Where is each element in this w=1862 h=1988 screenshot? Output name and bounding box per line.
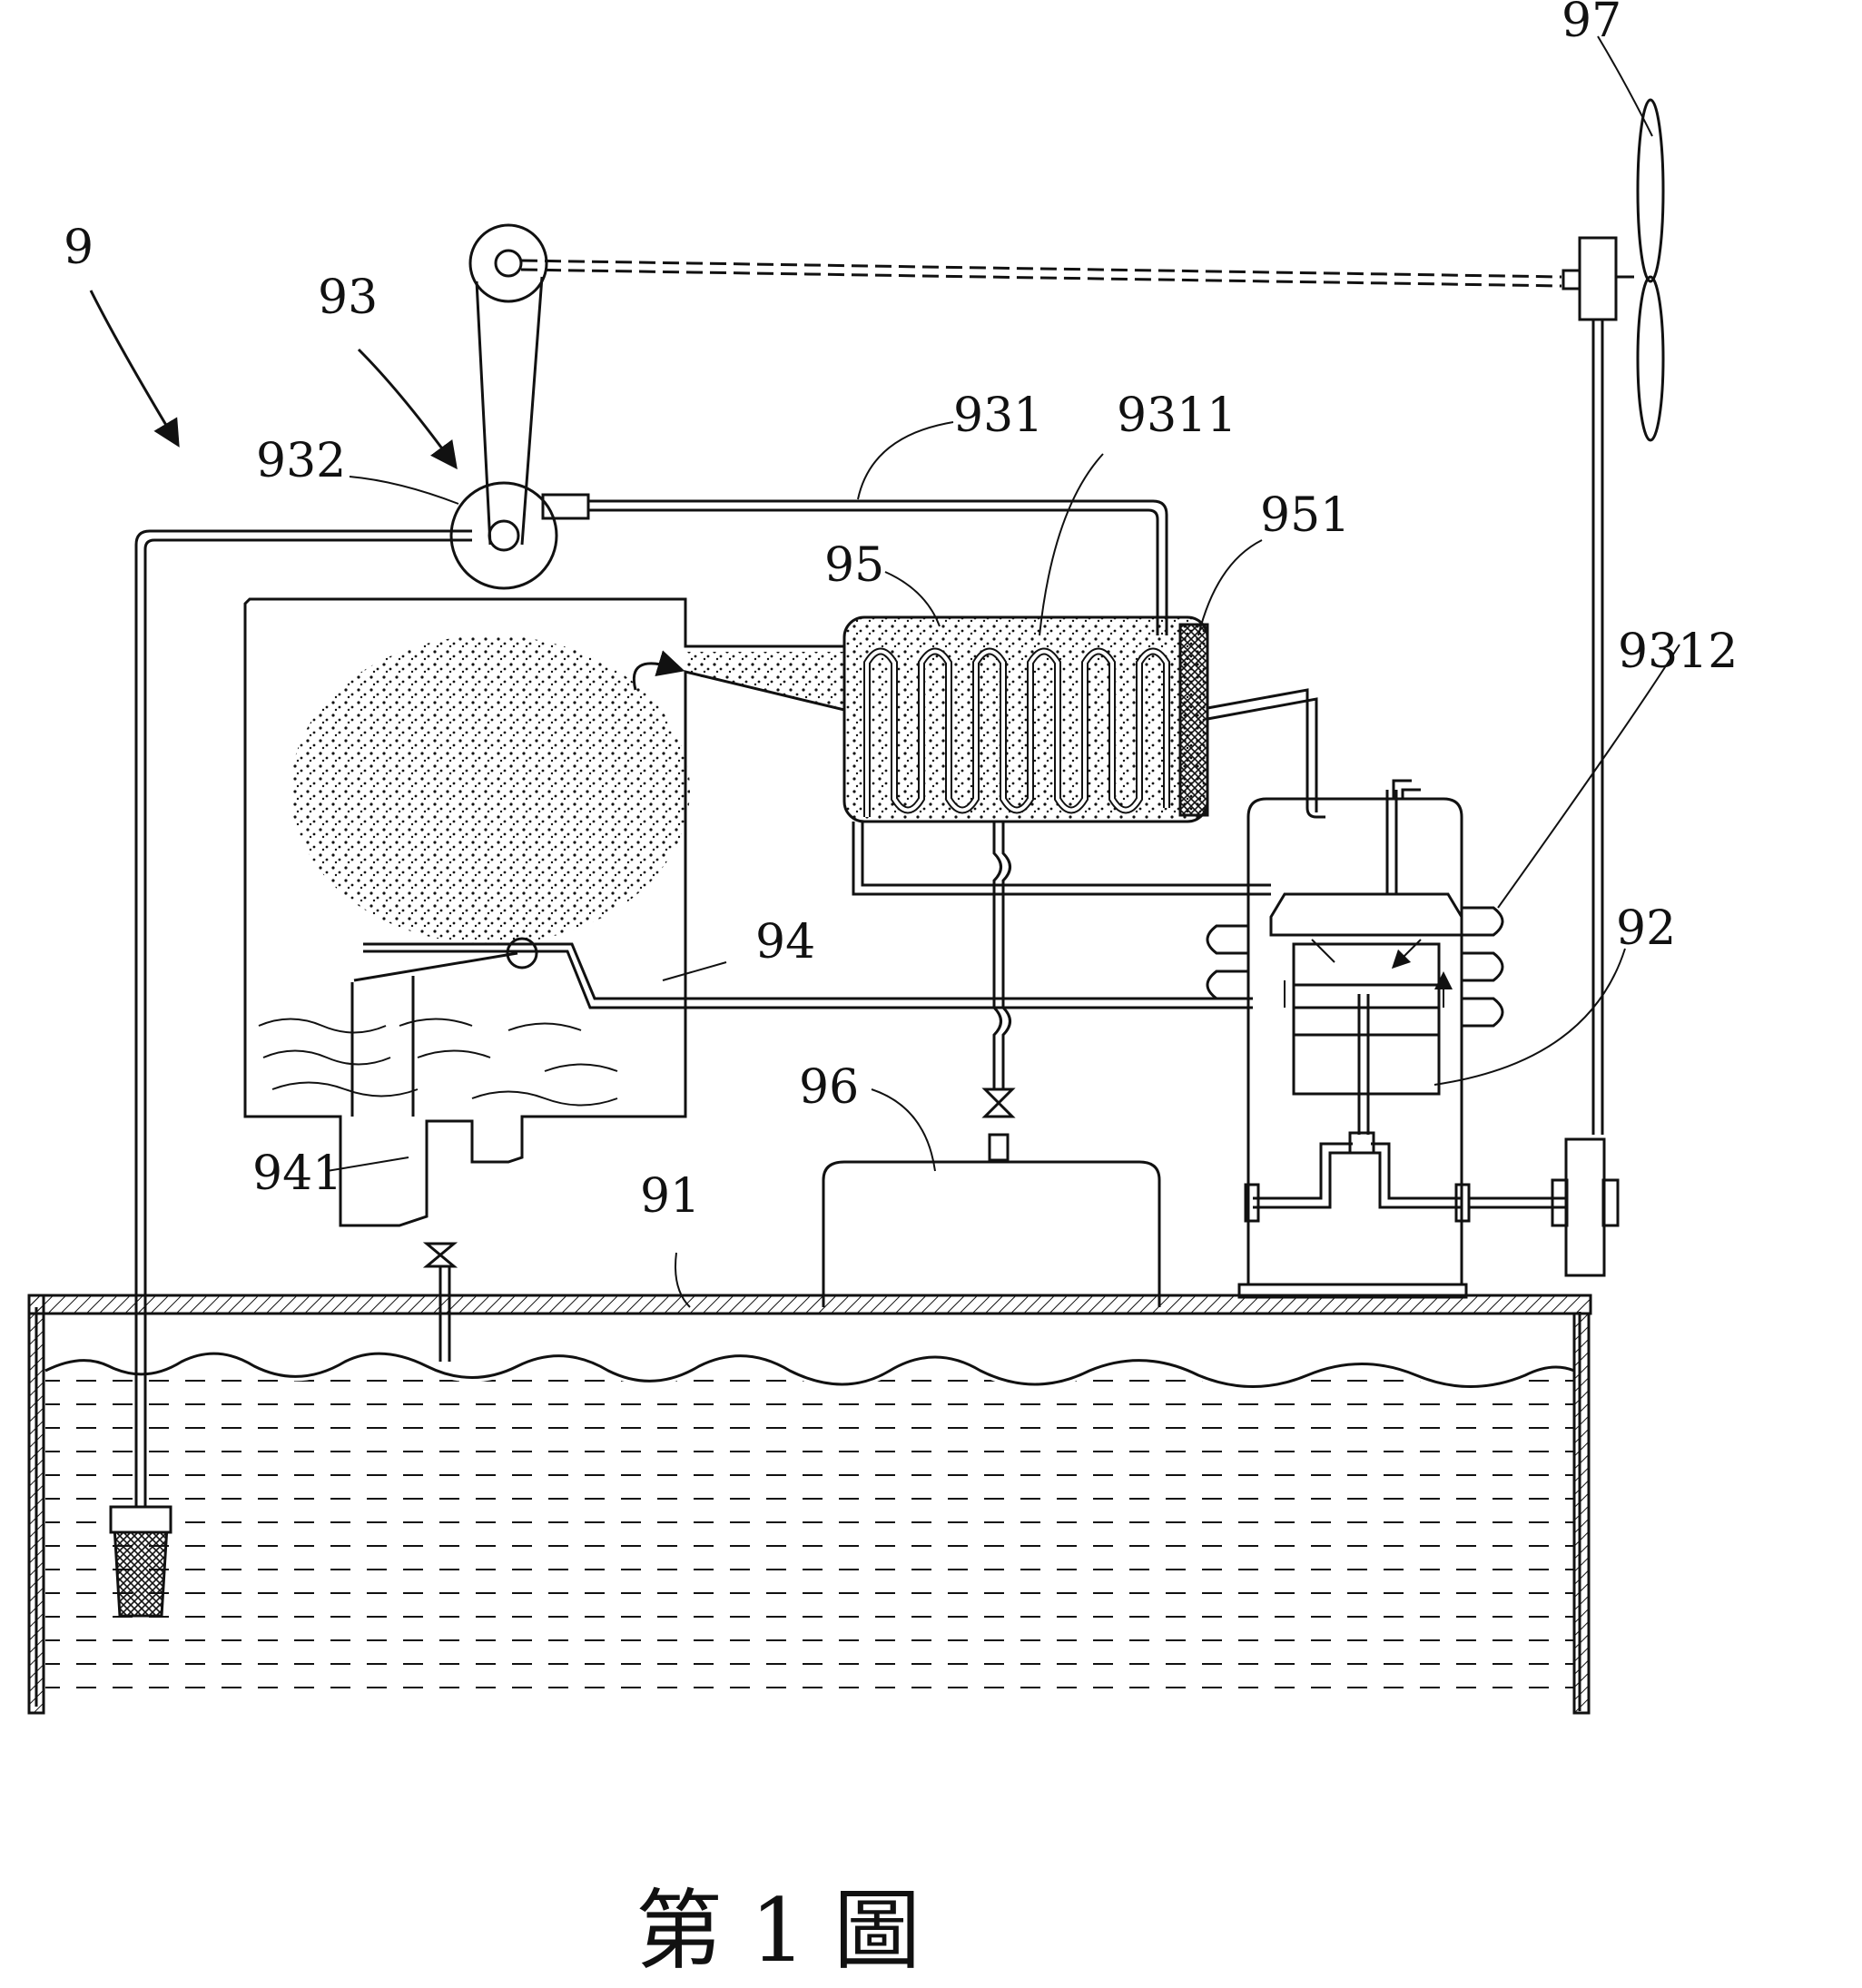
strainer-icon [109,1505,172,1534]
condenser-pipes [852,688,1325,1089]
compressor-92 [1237,779,1566,1299]
label-9312: 9312 [1618,625,1738,679]
drain-valve-icon [422,1242,458,1362]
label-93: 93 [318,271,378,325]
label-94: 94 [755,915,815,969]
label-92: 92 [1616,901,1676,956]
label-9311: 9311 [1117,389,1236,443]
label-95: 95 [824,538,884,593]
check-valve-icon [981,1087,1016,1162]
windmill-97 [1562,98,1665,1135]
label-91: 91 [640,1169,700,1224]
label-941: 941 [252,1147,342,1201]
coil-9312 [1206,906,1504,1028]
evaporation-chamber-94 [243,597,1253,1227]
intake-pipe [112,529,472,1618]
pump-932 [449,481,1168,635]
filter-951 [1178,623,1209,817]
leader-lines [89,35,1680,1308]
label-97: 97 [1562,0,1621,48]
reservoir-96 [822,1160,1161,1307]
water-tank-91 [27,1294,1592,1715]
label-931: 931 [953,389,1043,443]
figure-caption: 第 1 圖 [635,1880,921,1982]
condenser-95 [842,615,1209,823]
label-96: 96 [799,1060,859,1115]
label-9: 9 [64,221,94,275]
drive-line [520,259,1562,288]
label-951: 951 [1260,488,1350,543]
label-932: 932 [256,434,346,488]
crank-arm-93 [468,223,548,546]
